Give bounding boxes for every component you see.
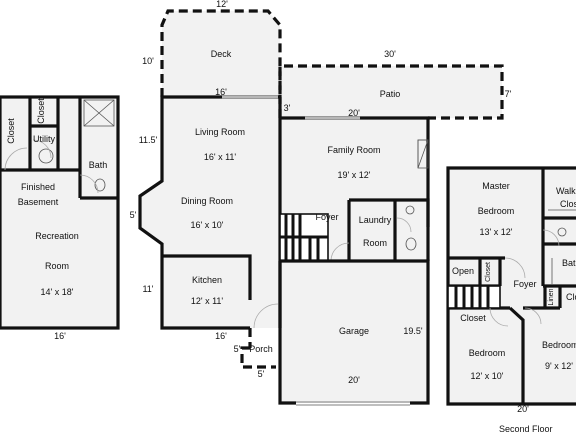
patio-outline bbox=[278, 64, 504, 120]
door-swing bbox=[396, 217, 412, 233]
shower bbox=[83, 99, 115, 127]
second-closet-label: Closet bbox=[460, 313, 486, 323]
second-wall bbox=[508, 306, 525, 404]
basement-label: Basement bbox=[18, 197, 59, 207]
kitchen-label: Kitchen bbox=[192, 275, 222, 285]
basement-plan: Closet Closet Utility Bath Finished Base… bbox=[0, 95, 120, 341]
dining-room-label: Dining Room bbox=[181, 196, 233, 206]
door-swing bbox=[4, 147, 28, 171]
door-swing bbox=[253, 303, 279, 329]
linen-label: Linen bbox=[548, 288, 555, 305]
recreation-dimensions: 14' x 18' bbox=[41, 287, 74, 297]
patio-inner-dim: 20' bbox=[348, 108, 360, 118]
bedroom-b-label: Bedroom bbox=[542, 340, 576, 350]
deck-side-dim: 10' bbox=[142, 56, 154, 66]
deck-outline bbox=[160, 9, 282, 97]
second-stairs bbox=[447, 285, 501, 309]
water-heater bbox=[38, 148, 54, 164]
main-floor-plan: 12' 10' Deck 16' 11.5' Living Room 16' x… bbox=[130, 0, 512, 406]
laundry-room-label: Room bbox=[363, 238, 387, 248]
kitchen-side-dim: 11' bbox=[142, 284, 153, 294]
second-floor-plan: Master Bedroom 13' x 12' Walk Clos Bath … bbox=[446, 166, 576, 432]
deck-top-dim: 12' bbox=[216, 0, 228, 9]
basement-width-dim: 16' bbox=[54, 331, 66, 341]
door-swing bbox=[79, 174, 99, 194]
door-swing bbox=[489, 307, 509, 327]
toilet bbox=[405, 237, 417, 251]
living-room-dims: 16' x 11' bbox=[204, 152, 237, 162]
garage-side-dim: 19.5' bbox=[403, 326, 423, 336]
door-swing bbox=[504, 257, 526, 279]
laundry-wall bbox=[349, 198, 430, 261]
recreation-room-label: Room bbox=[45, 261, 69, 271]
living-kitchen-floor bbox=[140, 97, 280, 328]
porch-bottom-dim: 5' bbox=[258, 369, 265, 379]
bedroom-b-dims: 9' x 12' bbox=[545, 361, 573, 371]
door-swing bbox=[330, 242, 350, 262]
porch-side-dim: 5' bbox=[234, 344, 241, 354]
second-closet-vertical-label: Closet bbox=[485, 262, 492, 282]
porch-outline bbox=[240, 346, 276, 369]
living-side-dim: 11.5' bbox=[139, 135, 158, 145]
family-room-dims: 19' x 12' bbox=[338, 170, 371, 180]
garage-bottom-dim: 20' bbox=[348, 375, 360, 385]
sink bbox=[405, 205, 415, 215]
living-room-label: Living Room bbox=[195, 127, 245, 137]
kitchen-dims: 12' x 11' bbox=[191, 296, 224, 306]
second-floor-caption: Second Floor bbox=[499, 424, 553, 432]
basement-closet2-label: Closet bbox=[36, 98, 46, 124]
patio-label: Patio bbox=[380, 89, 401, 99]
deck-label: Deck bbox=[211, 49, 232, 59]
second-width-dim: 20' bbox=[517, 404, 529, 414]
bay-dim: 5' bbox=[130, 210, 137, 220]
second-bath-label: Bath bbox=[562, 258, 576, 268]
patio-floor bbox=[280, 66, 502, 118]
kitchen-bottom-dim: 16' bbox=[215, 331, 227, 341]
finished-label: Finished bbox=[21, 182, 55, 192]
basement-closet-label: Closet bbox=[6, 118, 16, 144]
bedroom-a-dims: 12' x 10' bbox=[471, 371, 504, 381]
sink bbox=[557, 227, 567, 237]
utility-label: Utility bbox=[33, 134, 55, 144]
patio-side-dim: 7' bbox=[505, 89, 512, 99]
patio-offset-dim: 3' bbox=[284, 103, 291, 113]
main-stairs bbox=[279, 213, 329, 262]
kitchen-wall bbox=[162, 254, 252, 300]
dining-room-dims: 16' x 10' bbox=[191, 220, 224, 230]
bedroom-a-label: Bedroom bbox=[469, 348, 506, 358]
walk-in-closet-label: Clos bbox=[560, 199, 576, 209]
recreation-label: Recreation bbox=[35, 231, 79, 241]
main-outer-wall bbox=[138, 95, 280, 330]
open-label: Open bbox=[452, 266, 474, 276]
second-foyer-label: Foyer bbox=[513, 279, 536, 289]
garage-label: Garage bbox=[339, 326, 369, 336]
door-swing bbox=[542, 229, 560, 247]
door-swing bbox=[524, 307, 542, 325]
garage-wall bbox=[278, 261, 296, 405]
toilet bbox=[94, 178, 106, 192]
main-foyer-label: Foyer bbox=[315, 212, 338, 222]
deck-floor bbox=[162, 11, 280, 97]
clo-label: Clo bbox=[566, 292, 576, 302]
laundry-label: Laundry bbox=[359, 215, 392, 225]
porch-label: Porch bbox=[249, 344, 273, 354]
walk-in-label: Walk bbox=[556, 186, 576, 196]
master-dims: 13' x 12' bbox=[480, 227, 513, 237]
master-bedroom-label: Bedroom bbox=[478, 206, 515, 216]
family-room-label: Family Room bbox=[327, 145, 380, 155]
master-label: Master bbox=[482, 181, 510, 191]
garage-floor bbox=[280, 261, 428, 403]
garage-wall bbox=[280, 259, 430, 405]
basement-bath-label: Bath bbox=[89, 160, 108, 170]
patio-top-dim: 30' bbox=[384, 49, 396, 59]
living-top-dim: 16' bbox=[215, 87, 227, 97]
door-swing bbox=[32, 139, 52, 159]
